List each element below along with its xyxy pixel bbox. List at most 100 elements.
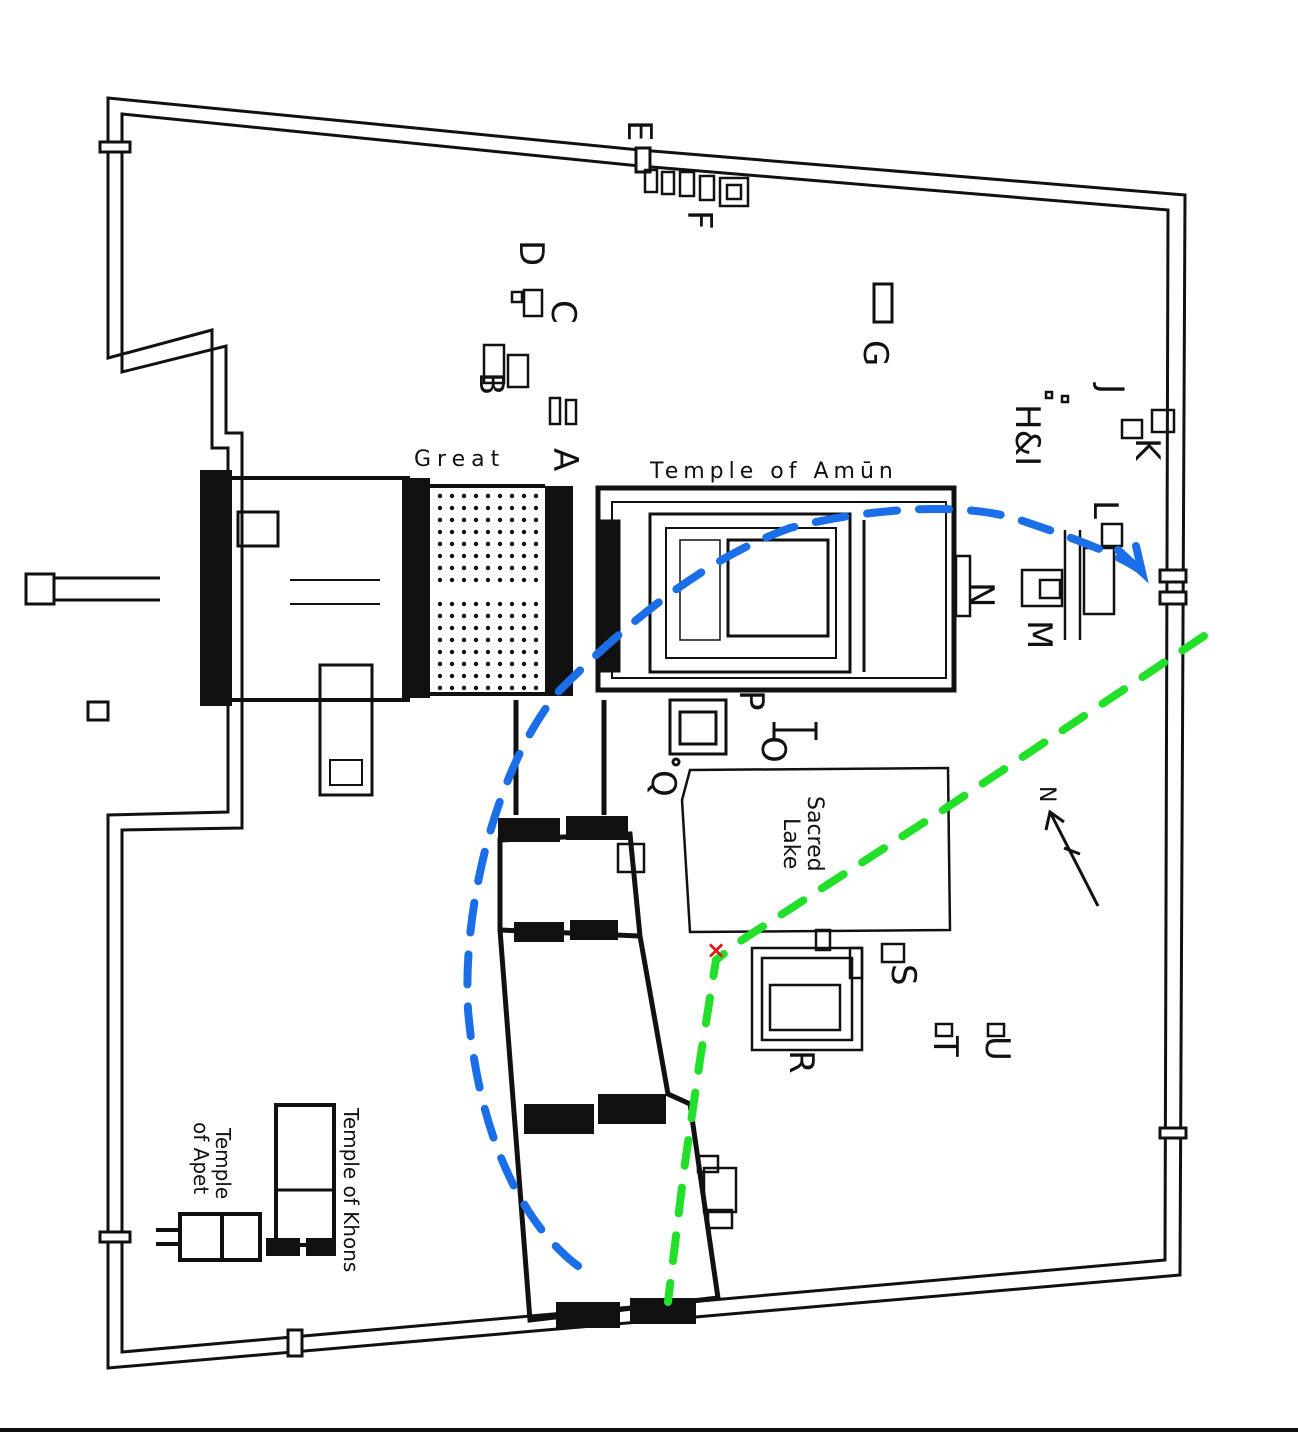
- column-dot: [521, 553, 527, 559]
- column-dot: [473, 673, 479, 679]
- column-dot: [473, 541, 479, 547]
- column-dot: [449, 553, 455, 559]
- column-dot: [449, 601, 455, 607]
- column-dot: [461, 529, 467, 535]
- label-temple-of-amun: Temple of Amūn: [649, 459, 898, 484]
- column-dot: [485, 517, 491, 523]
- column-dot: [533, 613, 539, 619]
- column-dot: [473, 613, 479, 619]
- column-dot: [485, 661, 491, 667]
- column-dot: [533, 685, 539, 691]
- column-dot: [533, 541, 539, 547]
- label-e: E: [619, 120, 659, 141]
- column-dot: [521, 625, 527, 631]
- column-dot: [449, 505, 455, 511]
- column-dot: [473, 565, 479, 571]
- column-dot: [521, 577, 527, 583]
- column-dot: [509, 493, 515, 499]
- column-dot: [437, 685, 443, 691]
- column-dot: [461, 577, 467, 583]
- column-dot: [461, 505, 467, 511]
- column-dot: [485, 613, 491, 619]
- column-dot: [533, 601, 539, 607]
- column-dot: [461, 565, 467, 571]
- column-dot: [461, 685, 467, 691]
- temple-of-apet: [156, 1212, 262, 1262]
- column-dot: [533, 505, 539, 511]
- column-dot: [437, 529, 443, 535]
- label-o: O: [753, 736, 793, 763]
- southern-pylons: [498, 816, 696, 1328]
- structure-r: [750, 928, 864, 1052]
- column-dot: [509, 625, 515, 631]
- hypostyle-hall: [402, 478, 573, 698]
- column-dot: [473, 649, 479, 655]
- column-dot: [485, 625, 491, 631]
- column-dot: [509, 601, 515, 607]
- column-dot: [497, 649, 503, 655]
- column-dot: [485, 637, 491, 643]
- structures-poq: [668, 698, 818, 767]
- column-dot: [533, 673, 539, 679]
- column-dot: [473, 577, 479, 583]
- column-dot: [437, 649, 443, 655]
- column-dot: [509, 517, 515, 523]
- blue-route-arrowhead: [1114, 542, 1149, 584]
- column-dot: [437, 517, 443, 523]
- column-dot: [449, 517, 455, 523]
- column-dot: [521, 541, 527, 547]
- column-dot: [449, 637, 455, 643]
- column-dot: [473, 685, 479, 691]
- column-dot: [497, 565, 503, 571]
- label-c: C: [543, 300, 583, 324]
- column-dot: [473, 493, 479, 499]
- column-dot: [461, 649, 467, 655]
- column-dot: [461, 601, 467, 607]
- column-dot: [437, 673, 443, 679]
- label-f: F: [679, 210, 719, 230]
- column-dot: [449, 541, 455, 547]
- south-annex: [616, 842, 738, 1230]
- column-dot: [485, 601, 491, 607]
- blue-route: [463, 504, 1144, 1270]
- column-dot: [461, 625, 467, 631]
- label-s: S: [883, 964, 923, 986]
- location-marker: ×: [706, 936, 726, 964]
- temple-of-khons: [266, 1103, 336, 1256]
- column-dot: [473, 601, 479, 607]
- column-dot: [533, 661, 539, 667]
- column-dot: [509, 541, 515, 547]
- column-dot: [509, 613, 515, 619]
- column-dot: [533, 553, 539, 559]
- column-dot: [437, 505, 443, 511]
- column-dot: [521, 649, 527, 655]
- label-j: J: [1091, 382, 1131, 394]
- column-dot: [521, 493, 527, 499]
- column-dot: [437, 601, 443, 607]
- column-dot: [485, 505, 491, 511]
- wall-gates: [98, 140, 1188, 1358]
- column-dot: [485, 577, 491, 583]
- column-dot: [449, 493, 455, 499]
- north-arrow: [1044, 809, 1100, 907]
- column-dot: [533, 529, 539, 535]
- enclosure-wall: [106, 96, 1187, 1370]
- column-dot: [473, 517, 479, 523]
- column-dot: [497, 685, 503, 691]
- column-dot: [437, 661, 443, 667]
- label-temple-of-khons: Temple of Khons: [339, 1107, 363, 1272]
- label-sacred-lake-1: Sacred: [802, 796, 827, 872]
- column-dot: [497, 553, 503, 559]
- column-dot: [461, 673, 467, 679]
- southern-courts: [497, 700, 721, 1323]
- column-dot: [461, 517, 467, 523]
- column-dot: [509, 565, 515, 571]
- column-dot: [461, 613, 467, 619]
- column-dot: [533, 565, 539, 571]
- column-dot: [437, 625, 443, 631]
- column-dot: [461, 541, 467, 547]
- label-g: G: [855, 340, 895, 366]
- column-dot: [449, 529, 455, 535]
- column-dot: [497, 661, 503, 667]
